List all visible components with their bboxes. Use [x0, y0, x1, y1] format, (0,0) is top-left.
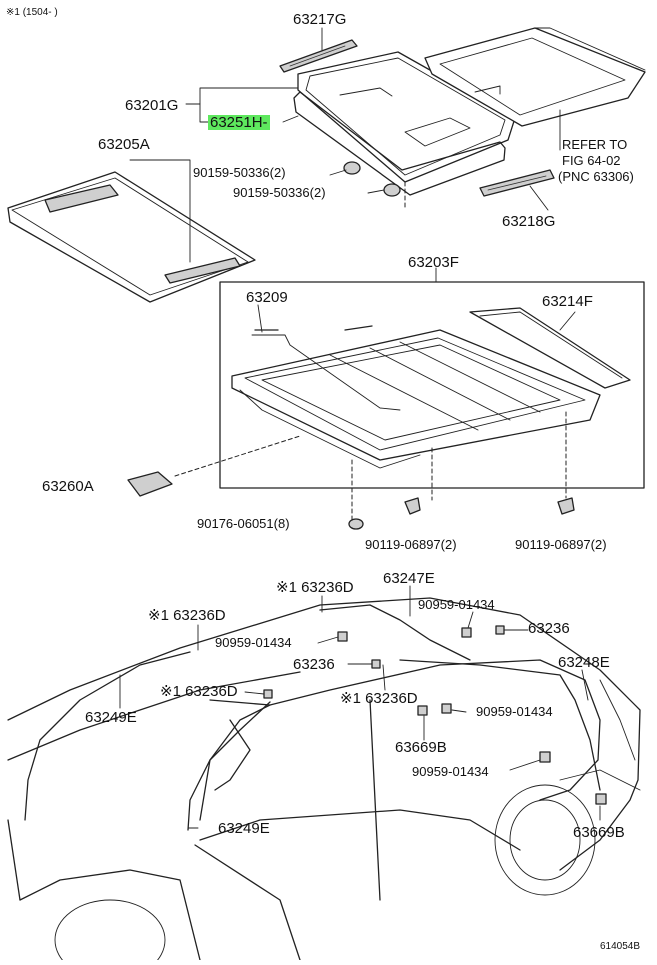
- label-refer-line1: REFER TO: [562, 137, 628, 152]
- bolt-90119-a: [404, 497, 421, 515]
- label-90959-c: 90959-01434: [476, 704, 553, 719]
- header-note: ※1 (1504- ): [6, 7, 58, 18]
- front-drain-hose-left: [24, 651, 191, 821]
- label-63218G: 63218G: [502, 213, 556, 230]
- sunroof-glass-panel: [297, 51, 516, 183]
- label-63209: 63209: [246, 289, 288, 306]
- grommet-63669b-a: [417, 705, 428, 716]
- rear-drain-hose-right: [399, 659, 601, 791]
- label-63236D-d: ※1 63236D: [340, 690, 418, 707]
- label-90959-d: 90959-01434: [412, 764, 489, 779]
- label-63236D-c: ※1 63236D: [160, 683, 238, 700]
- label-63248E: 63248E: [558, 654, 610, 671]
- label-63669B-b: 63669B: [573, 824, 625, 841]
- label-90176: 90176-06051(8): [197, 516, 290, 531]
- glass-weatherstrip: [293, 91, 506, 196]
- clip-90959-a: [337, 631, 348, 642]
- clip-63236d-c: [263, 689, 273, 699]
- label-63260A: 63260A: [42, 478, 94, 495]
- label-90119-a: 90119-06897(2): [365, 537, 457, 552]
- nut-90176: [348, 518, 364, 530]
- label-63236D-a: ※1 63236D: [276, 579, 354, 596]
- clip-63236-a: [495, 625, 505, 635]
- sunroof-housing: [231, 307, 631, 469]
- clip-90959-c: [441, 703, 452, 714]
- label-90959-a: 90959-01434: [418, 597, 495, 612]
- clip-90959-b: [461, 627, 472, 638]
- clip-90159-a: [343, 161, 361, 175]
- label-90159-b: 90159-50336(2): [233, 185, 326, 200]
- label-63669B-a: 63669B: [395, 739, 447, 756]
- label-63205A: 63205A: [98, 136, 150, 153]
- label-refer-line3: (PNC 63306): [558, 169, 634, 184]
- vehicle-body: [7, 597, 641, 965]
- label-63203F: 63203F: [408, 254, 459, 271]
- grommet-63669b-b: [595, 793, 607, 805]
- label-90119-b: 90119-06897(2): [515, 537, 607, 552]
- sunshade-panel: [424, 27, 646, 127]
- label-63236-b: 63236: [293, 656, 335, 673]
- label-90959-b: 90959-01434: [215, 635, 292, 650]
- label-63236D-b: ※1 63236D: [148, 607, 226, 624]
- clip-90159-b: [383, 183, 401, 197]
- sunroof-housing-box: [219, 281, 645, 489]
- clip-90959-d: [539, 751, 551, 763]
- label-63214F: 63214F: [542, 293, 593, 310]
- rear-drain-hose-left: [319, 604, 471, 661]
- label-90159-a: 90159-50336(2): [193, 165, 286, 180]
- label-63236-a: 63236: [528, 620, 570, 637]
- label-63249E-b: 63249E: [218, 820, 270, 837]
- clip-63236-b: [371, 659, 381, 669]
- label-refer-line2: FIG 64-02: [562, 153, 621, 168]
- label-63201G: 63201G: [125, 97, 179, 114]
- bolt-90119-b: [557, 497, 575, 515]
- front-drain-hose-right: [187, 701, 271, 831]
- label-63217G: 63217G: [293, 11, 347, 28]
- label-63251H-highlighted[interactable]: 63251H-: [208, 114, 270, 131]
- drain-frame: [7, 171, 256, 303]
- figure-code: 614054B: [600, 941, 641, 952]
- label-63249E-a: 63249E: [85, 709, 137, 726]
- sunroof-motor: [127, 471, 173, 497]
- label-63247E: 63247E: [383, 570, 435, 587]
